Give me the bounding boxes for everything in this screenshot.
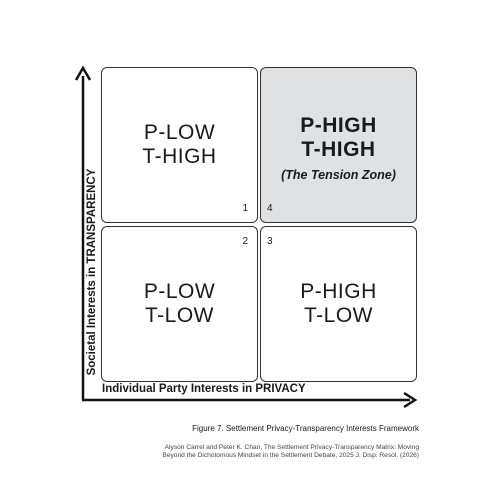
quadrant-line2: T-LOW — [145, 304, 214, 327]
quadrant-line1: P-LOW — [143, 121, 216, 144]
quadrant-label: P-HIGH T-HIGH (The Tension Zone) — [261, 68, 416, 222]
quadrant-line2: T-HIGH — [142, 145, 217, 168]
quadrant-label: P-LOW T-LOW — [102, 227, 257, 381]
quadrant-number: 3 — [267, 236, 273, 247]
citation: Alyson Carrel and Peter K. Chan, The Set… — [162, 444, 419, 460]
y-axis-arrowhead — [74, 65, 92, 81]
quadrant-line1: P-LOW — [143, 280, 216, 303]
citation-line1: Alyson Carrel and Peter K. Chan, The Set… — [164, 444, 419, 451]
quadrant-label: P-LOW T-HIGH — [102, 68, 257, 222]
citation-line2: Beyond the Dichotomous Mindset in the Se… — [162, 452, 419, 459]
quadrant-line1: P-HIGH — [300, 280, 377, 303]
quadrant-line2: T-HIGH — [301, 138, 376, 161]
quadrant-line1: P-HIGH — [300, 114, 377, 137]
quadrant-number: 2 — [242, 236, 248, 247]
quadrant-p-low-t-high: P-LOW T-HIGH 1 — [101, 67, 258, 223]
quadrant-p-high-t-low: P-HIGH T-LOW 3 — [260, 226, 417, 382]
quadrant-p-high-t-high: P-HIGH T-HIGH (The Tension Zone) 4 — [260, 67, 417, 223]
x-axis-label: Individual Party Interests in PRIVACY — [102, 383, 306, 395]
quadrant-p-low-t-low: P-LOW T-LOW 2 — [101, 226, 258, 382]
tension-zone-subtitle: (The Tension Zone) — [281, 168, 396, 182]
quadrant-label: P-HIGH T-LOW — [261, 227, 416, 381]
quadrant-number: 1 — [242, 203, 248, 214]
quadrant-number: 4 — [267, 203, 273, 214]
quadrant-line2: T-LOW — [304, 304, 373, 327]
figure-caption: Figure 7. Settlement Privacy-Transparenc… — [192, 424, 419, 433]
x-axis-arrowhead — [403, 391, 418, 409]
y-axis-label: Societal Interests in TRANSPARENCY — [86, 168, 98, 376]
